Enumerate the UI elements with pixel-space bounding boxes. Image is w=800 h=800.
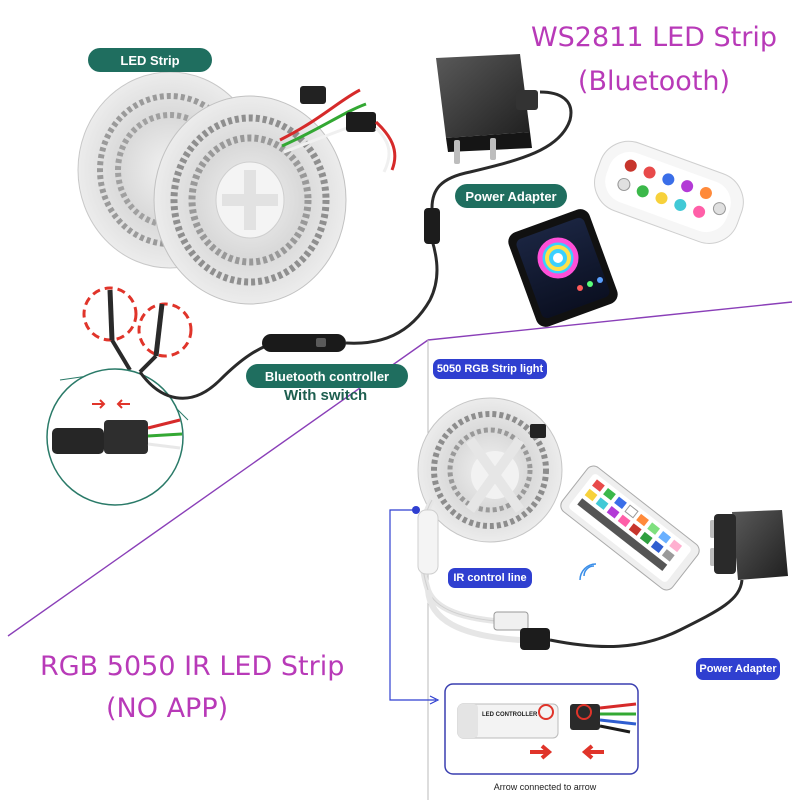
rgb5050-title: RGB 5050 IR LED Strip (NO APP) [40, 646, 380, 730]
strip-5050-label: 5050 RGB Strip light [433, 359, 547, 379]
blue-leader-line [389, 506, 440, 705]
power-adapter-top-image [436, 54, 538, 164]
remote-44-key-image [560, 465, 700, 591]
led-controller-print: LED CONTROLLER [482, 712, 538, 718]
ir-controller-cable [417, 498, 744, 650]
power-adapter-top-label: Power Adapter [455, 184, 567, 208]
rgb5050-title-line2: (NO APP) [106, 693, 229, 724]
with-switch-label: With switch [284, 387, 368, 404]
ws2811-title: WS2811 LED Strip (Bluetooth) [520, 16, 788, 104]
bluetooth-controller-label: Bluetooth controller [246, 364, 408, 388]
smartphone-image [508, 209, 618, 327]
power-adapter-bottom-label: Power Adapter [696, 658, 780, 680]
power-adapter-bottom-image [710, 510, 788, 580]
connector-zoom-circle [46, 368, 189, 506]
bluetooth-cable [138, 90, 573, 400]
led-strip-label: LED Strip [88, 48, 212, 72]
rgb5050-title-line1: RGB 5050 IR LED Strip [40, 651, 345, 682]
ws2811-title-line2: (Bluetooth) [577, 66, 731, 97]
ws2811-title-line1: WS2811 LED Strip [530, 22, 778, 53]
rgb-5050-reel [417, 397, 563, 543]
remote-top-image [594, 140, 744, 244]
arrow-connected-caption: Arrow connected to arrow [493, 782, 597, 792]
connection-detail-box: LED CONTROLLER [444, 683, 639, 775]
connector-callouts [82, 286, 193, 374]
ir-control-line-label: IR control line [448, 568, 532, 588]
strip-connector-wires [279, 86, 397, 173]
